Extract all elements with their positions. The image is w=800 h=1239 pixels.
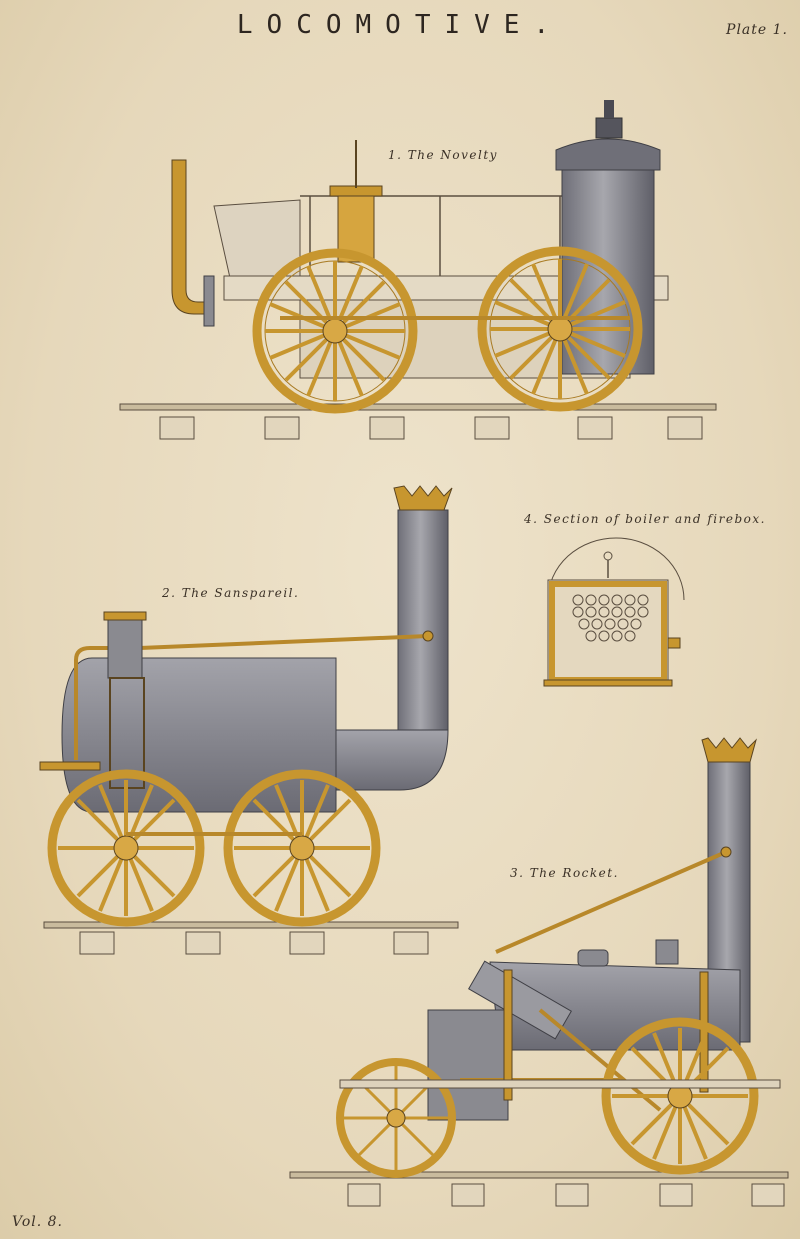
novelty-rear-wheel: [477, 246, 643, 412]
caption-novelty: 1. The Novelty: [388, 148, 498, 162]
novelty-locomotive: [119, 100, 717, 440]
novelty-rail: [119, 403, 717, 411]
boiler-section-diagram: [543, 537, 685, 687]
volume-label: Vol. 8.: [12, 1214, 63, 1230]
caption-rocket: 3. The Rocket.: [510, 866, 619, 880]
caption-boiler-section: 4. Section of boiler and firebox.: [524, 512, 766, 526]
caption-sanspareil: 2. The Sanspareil.: [162, 586, 300, 600]
plate-number: Plate 1.: [726, 22, 788, 38]
novelty-front-wheel: [252, 248, 418, 414]
sanspareil-front-wheel: [47, 769, 205, 927]
sanspareil-sleepers: [79, 931, 429, 955]
boiler-tubes: [572, 594, 649, 642]
plate-title: LOCOMOTIVE.: [236, 10, 564, 40]
rocket-driving-wheel: [601, 1017, 759, 1175]
rocket-small-wheel: [336, 1058, 456, 1178]
novelty-sleepers: [159, 416, 703, 440]
rocket-sleepers: [347, 1183, 785, 1207]
sanspareil-locomotive: [39, 485, 459, 955]
rocket-locomotive: [289, 737, 789, 1207]
sanspareil-rear-wheel: [223, 769, 381, 927]
